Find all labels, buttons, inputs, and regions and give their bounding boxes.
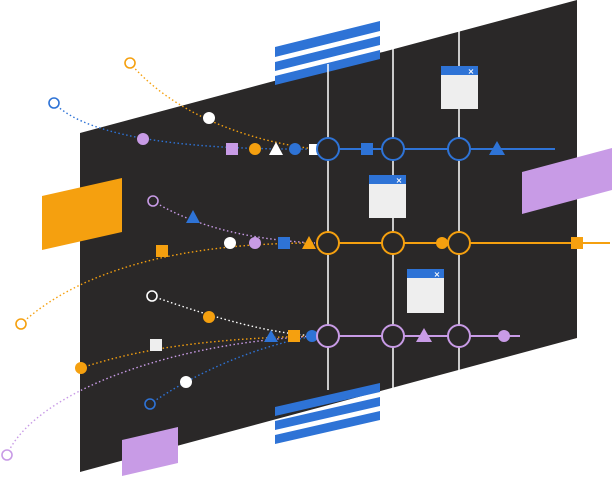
node-orange-3 [447,231,471,255]
node-lilac-1 [316,324,340,348]
path-orange-top [129,62,316,150]
start-ring-orange [124,57,136,69]
window-close-icon: × [434,270,441,279]
token-white-circle [203,112,215,124]
token-orange-triangle [302,236,316,249]
token-blue-triangle-row [489,141,505,155]
mini-window-2: × [369,175,406,218]
path-lilac-mid [152,200,316,244]
start-ring-lilac [1,449,13,461]
token-orange-circle [249,143,261,155]
node-lilac-2 [381,324,405,348]
token-orange-square-2 [288,330,300,342]
token-white-square [309,144,318,155]
path-orange-mid [20,242,316,325]
lilac-block-bottom [122,427,178,476]
token-white-circle-3 [180,376,192,388]
token-orange-square-row [571,237,583,249]
orange-block [42,178,122,250]
token-white-circle-2 [224,237,236,249]
token-blue-circle-2 [306,330,318,342]
start-ring-orange-2 [15,318,27,330]
lilac-block-right [522,148,612,214]
start-ring-blue-2 [144,398,156,410]
node-lilac-3 [447,324,471,348]
blue-stripes-bottom [275,383,380,444]
node-orange-2 [381,231,405,255]
token-orange-square [156,245,168,257]
node-blue-2 [381,137,405,161]
node-blue-1 [316,137,340,161]
mini-window-1: × [441,66,478,109]
token-blue-square [278,237,290,249]
token-blue-triangle-2 [264,330,278,342]
token-orange-circle-2 [203,311,215,323]
token-lilac-square [226,143,238,155]
node-blue-3 [447,137,471,161]
mini-window-3: × [407,269,444,313]
window-close-icon: × [396,176,403,185]
token-orange-circle-row [436,237,448,249]
node-orange-1 [316,231,340,255]
token-lilac-triangle-row [416,328,432,342]
token-lilac-circle [137,133,149,145]
start-ring-blue [48,97,60,109]
token-orange-circle-3 [75,362,87,374]
start-ring-white [146,290,158,302]
token-blue-circle [289,143,301,155]
token-white-triangle [269,142,283,155]
path-blue-top [53,102,316,150]
token-lilac-circle-2 [249,237,261,249]
token-blue-triangle [186,210,200,223]
token-lilac-circle-row [498,330,510,342]
window-close-icon: × [468,67,475,76]
start-ring-lilac-2 [147,195,159,207]
token-white-square-2 [150,339,162,351]
token-blue-square-row [361,143,373,155]
